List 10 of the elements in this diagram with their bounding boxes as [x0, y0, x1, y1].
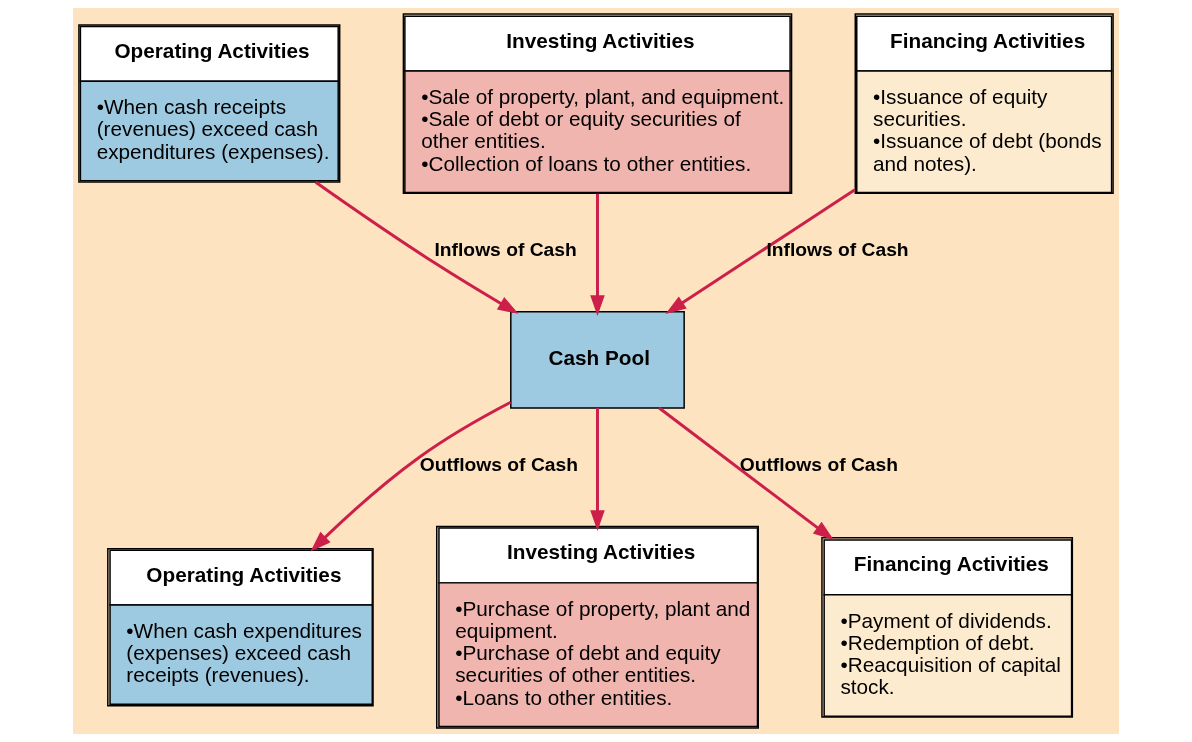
edge-label: Inflows of Cash [434, 239, 577, 261]
arrow [590, 408, 605, 531]
arrow [665, 188, 856, 314]
edge-label: Inflows of Cash [766, 239, 909, 261]
edge-label: Outflows of Cash [419, 453, 578, 475]
arrow [658, 406, 834, 541]
arrow [590, 193, 605, 316]
arrow [314, 181, 519, 314]
edge-label: Outflows of Cash [739, 453, 898, 475]
arrow [310, 400, 512, 552]
